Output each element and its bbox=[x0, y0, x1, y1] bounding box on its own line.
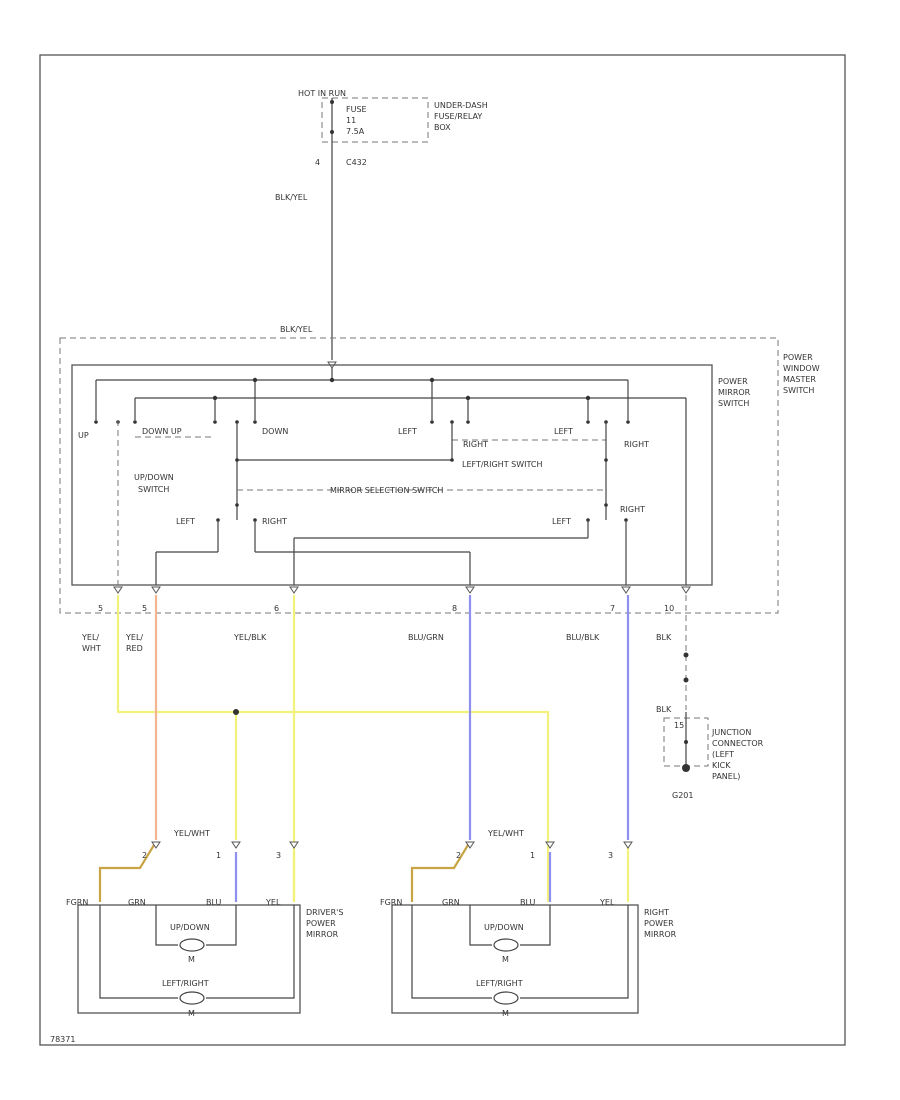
pin-label-5: 7 bbox=[610, 604, 615, 613]
right-mirror-pin-grn: GRN bbox=[442, 898, 460, 907]
wire-label-blk-yel-top: BLK/YEL bbox=[275, 193, 308, 202]
harness-wires bbox=[116, 595, 630, 902]
master-switch-label-1: POWER bbox=[783, 353, 813, 362]
fuse-section: HOT IN RUN FUSE 11 7.5A UNDER-DASH FUSE/… bbox=[275, 89, 488, 369]
footer-code: 78371 bbox=[50, 1035, 75, 1044]
junction-label-4: KICK bbox=[712, 761, 731, 770]
contact-right-end: RIGHT bbox=[624, 440, 649, 449]
wire-label-blu-blk: BLU/BLK bbox=[566, 633, 600, 642]
fuse-box-label-3: BOX bbox=[434, 123, 451, 132]
power-mirror-switch-outline bbox=[71, 364, 713, 586]
right-mirror-pin-3: 3 bbox=[608, 851, 613, 860]
ground-section bbox=[663, 595, 709, 772]
wire-label-blk-yel-bottom: BLK/YEL bbox=[280, 325, 313, 334]
mirror-switch-internal-wiring bbox=[94, 368, 687, 585]
mirror-switch-label-3: SWITCH bbox=[718, 399, 749, 408]
master-switch-label-3: MASTER bbox=[783, 375, 816, 384]
junction-pin: 15 bbox=[674, 721, 684, 730]
right-mirror-motor-2: M bbox=[502, 1009, 509, 1018]
left-mirror-pin-fgrn: FGRN bbox=[66, 898, 88, 907]
fuse-box-label-1: UNDER-DASH bbox=[434, 101, 488, 110]
wire-label-blk-bottom: BLK bbox=[656, 705, 672, 714]
left-mirror-pin-yel: YEL bbox=[265, 898, 281, 907]
left-mirror-pin-3: 3 bbox=[276, 851, 281, 860]
contact-right-sel: RIGHT bbox=[262, 517, 287, 526]
left-mirror-pin-grn: GRN bbox=[128, 898, 146, 907]
left-mirror-updown: UP/DOWN bbox=[170, 923, 210, 932]
up-down-switch-label-1: UP/DOWN bbox=[134, 473, 174, 482]
right-power-mirror: 2 YEL/WHT 1 3 FGRN GRN BLU YEL UP/DOWN M… bbox=[380, 829, 639, 1018]
right-mirror-pin-2: 2 bbox=[456, 851, 461, 860]
right-mirror-motor-1: M bbox=[502, 955, 509, 964]
wire-label-yel-red-1: YEL/ bbox=[125, 633, 143, 642]
pin-label-6: 10 bbox=[664, 604, 674, 613]
fuse-box-outline bbox=[321, 97, 429, 143]
connector-c432: C432 bbox=[346, 158, 367, 167]
right-mirror-wire: YEL/WHT bbox=[487, 829, 524, 838]
wire-label-yel-wht-1: YEL/ bbox=[81, 633, 99, 642]
right-mirror-pin-yel: YEL bbox=[599, 898, 615, 907]
left-right-switch-label: LEFT/RIGHT SWITCH bbox=[462, 460, 542, 469]
driver-power-mirror: 2 YEL/WHT 1 3 FGRN GRN BLU YEL UP/DOWN M… bbox=[66, 829, 301, 1018]
pin-label-2: 5 bbox=[142, 604, 147, 613]
contact-right-mid: RIGHT bbox=[463, 440, 488, 449]
contact-down: DOWN bbox=[262, 427, 288, 436]
contact-left-sel2: LEFT bbox=[552, 517, 571, 526]
left-mirror-label-2: POWER bbox=[306, 919, 336, 928]
wire-label-yel-red-2: RED bbox=[126, 644, 143, 653]
switch-connector-pins bbox=[113, 586, 691, 594]
mirror-switch-label-2: MIRROR bbox=[718, 388, 751, 397]
master-switch-label-4: SWITCH bbox=[783, 386, 814, 395]
left-mirror-leftright: LEFT/RIGHT bbox=[162, 979, 209, 988]
left-mirror-pin-1: 1 bbox=[216, 851, 221, 860]
left-mirror-motor-1: M bbox=[188, 955, 195, 964]
mirror-selection-switch-label: MIRROR SELECTION SWITCH bbox=[330, 486, 443, 495]
power-window-master-switch-outline bbox=[59, 337, 779, 614]
contact-right-sel2: RIGHT bbox=[620, 505, 645, 514]
right-mirror-label-1: RIGHT bbox=[644, 908, 669, 917]
junction-label-1: JUNCTION bbox=[711, 728, 751, 737]
fuse-name: FUSE bbox=[346, 105, 367, 114]
left-mirror-pin-2: 2 bbox=[142, 851, 147, 860]
connector-pin-4: 4 bbox=[315, 158, 320, 167]
left-mirror-pin-blu: BLU bbox=[206, 898, 222, 907]
contact-up: UP bbox=[78, 431, 89, 440]
contact-down-up: DOWN UP bbox=[142, 427, 182, 436]
contact-left-mid: LEFT bbox=[554, 427, 573, 436]
right-mirror-leftright: LEFT/RIGHT bbox=[476, 979, 523, 988]
right-mirror-pin-fgrn: FGRN bbox=[380, 898, 402, 907]
junction-label-3: (LEFT bbox=[712, 750, 734, 759]
fuse-number: 11 bbox=[346, 116, 356, 125]
mirror-switch-label-1: POWER bbox=[718, 377, 748, 386]
right-mirror-label-2: POWER bbox=[644, 919, 674, 928]
right-mirror-pin-blu: BLU bbox=[520, 898, 536, 907]
pin-label-4: 8 bbox=[452, 604, 457, 613]
wire-label-blk-top: BLK bbox=[656, 633, 672, 642]
left-mirror-label-1: DRIVER'S bbox=[306, 908, 343, 917]
contact-left-top: LEFT bbox=[398, 427, 417, 436]
left-mirror-motor-2: M bbox=[188, 1009, 195, 1018]
right-mirror-label-3: MIRROR bbox=[644, 930, 677, 939]
right-mirror-updown: UP/DOWN bbox=[484, 923, 524, 932]
ground-label: G201 bbox=[672, 791, 693, 800]
wire-label-yel-wht-2: WHT bbox=[82, 644, 101, 653]
fuse-box-label-2: FUSE/RELAY bbox=[434, 112, 482, 121]
master-switch-label-2: WINDOW bbox=[783, 364, 820, 373]
left-mirror-label-3: MIRROR bbox=[306, 930, 339, 939]
contact-left-sel: LEFT bbox=[176, 517, 195, 526]
diagram-border bbox=[39, 54, 846, 1046]
right-mirror-pin-1: 1 bbox=[530, 851, 535, 860]
pin-label-1: 5 bbox=[98, 604, 103, 613]
wire-label-yel-blk: YEL/BLK bbox=[233, 633, 267, 642]
junction-label-2: CONNECTOR bbox=[712, 739, 764, 748]
left-mirror-wire: YEL/WHT bbox=[173, 829, 210, 838]
up-down-switch-label-2: SWITCH bbox=[138, 485, 169, 494]
junction-label-5: PANEL) bbox=[712, 772, 740, 781]
power-source-label: HOT IN RUN bbox=[298, 89, 346, 98]
wire-label-blu-grn: BLU/GRN bbox=[408, 633, 444, 642]
pin-label-3: 6 bbox=[274, 604, 279, 613]
fuse-rating: 7.5A bbox=[346, 127, 365, 136]
